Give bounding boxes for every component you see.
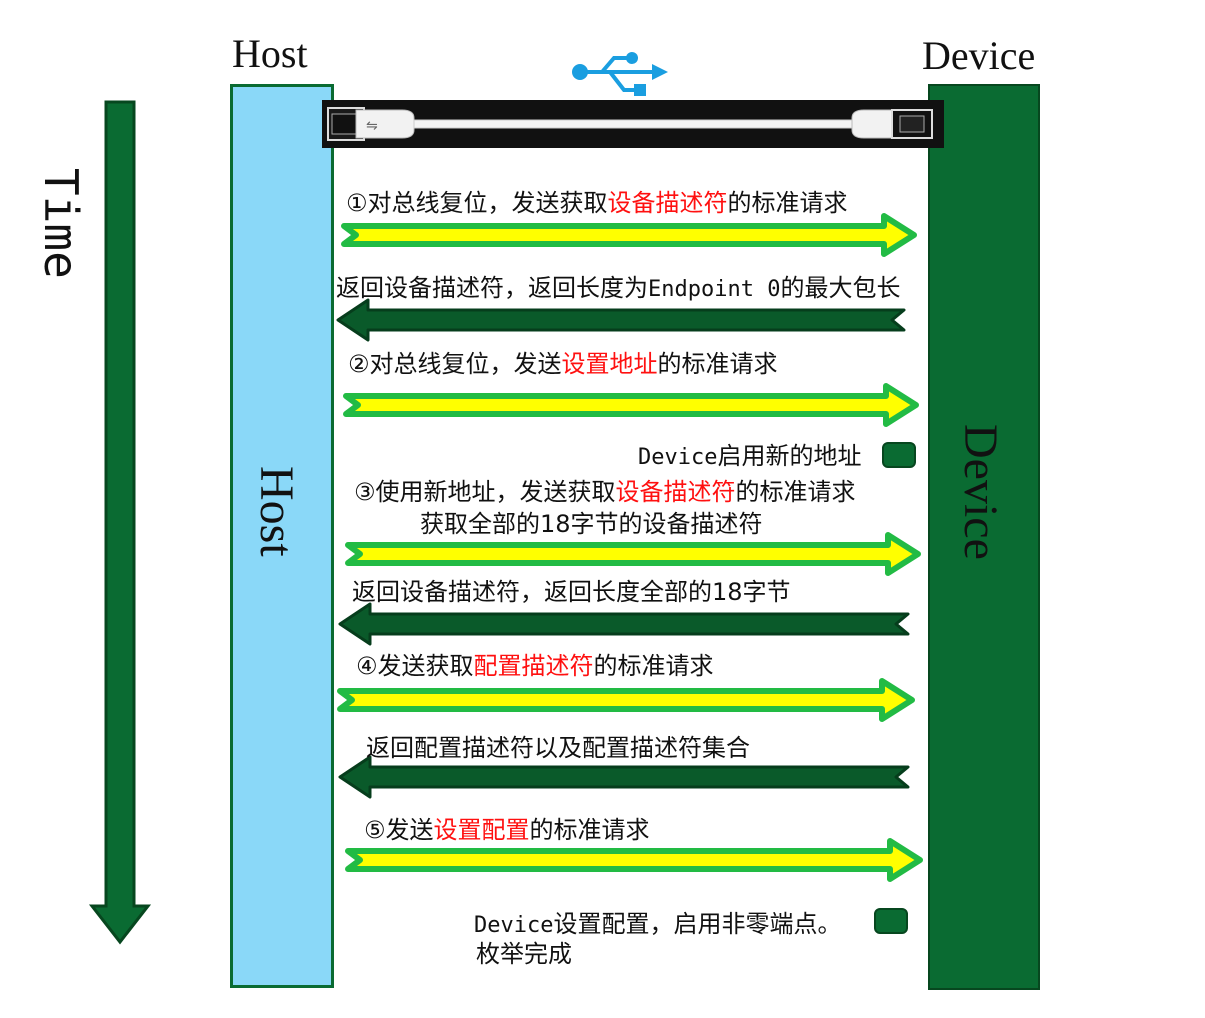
response-arrow-1 (336, 298, 906, 342)
request-arrow-5 (345, 838, 923, 882)
request-arrow-4 (337, 678, 915, 722)
host-lifeline (230, 84, 334, 988)
host-title: Host (232, 31, 308, 76)
enumeration-complete-label: 枚举完成 (476, 940, 572, 968)
usb-cable-icon: ⇋ (322, 100, 944, 148)
step-3-label: ③使用新地址，发送获取设备描述符的标准请求 (354, 478, 856, 506)
step-5-label: ⑤发送设置配置的标准请求 (364, 816, 650, 844)
device-lifeline (928, 84, 1040, 990)
request-arrow-1 (341, 213, 917, 257)
request-arrow-3 (345, 532, 921, 576)
step-4-response-label: 返回配置描述符以及配置描述符集合 (366, 734, 750, 762)
step-3-response-label: 返回设备描述符，返回长度全部的18字节 (352, 578, 791, 606)
usb-icon (572, 52, 668, 96)
response-arrow-2 (338, 602, 910, 646)
device-configured-note: Device设置配置，启用非零端点。 (474, 910, 842, 938)
device-title: Device (922, 33, 1036, 78)
device-state-marker-2 (874, 908, 908, 934)
step-2-label: ②对总线复位，发送设置地址的标准请求 (348, 350, 778, 378)
svg-text:⇋: ⇋ (366, 118, 378, 134)
time-arrow (88, 100, 152, 945)
device-new-address-note: Device启用新的地址 (638, 442, 862, 470)
step-1-label: ①对总线复位，发送获取设备描述符的标准请求 (346, 189, 848, 217)
device-state-marker-1 (882, 442, 916, 468)
request-arrow-2 (343, 383, 919, 427)
step-4-label: ④发送获取配置描述符的标准请求 (356, 652, 714, 680)
step-1-response-label: 返回设备描述符，返回长度为Endpoint 0的最大包长 (336, 274, 901, 302)
response-arrow-3 (338, 755, 910, 799)
step-3-sub-label: 获取全部的18字节的设备描述符 (420, 510, 763, 538)
